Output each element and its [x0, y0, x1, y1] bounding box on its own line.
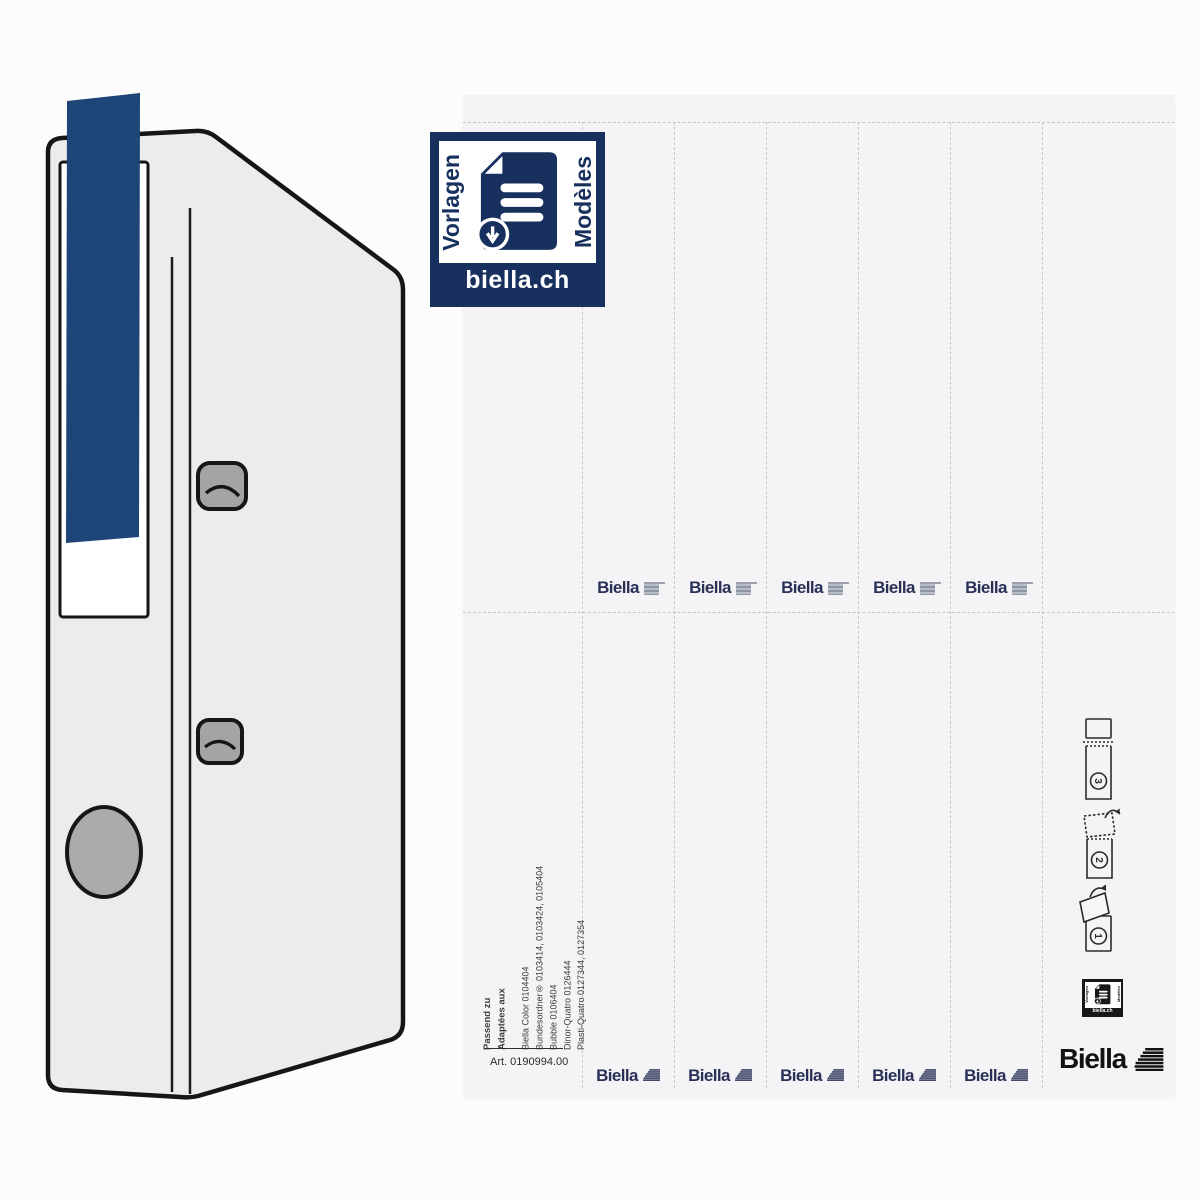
biella-wordmark: Biella [688, 1066, 730, 1085]
compatible-product: Plasti-Quatro 0127344, 0127354 [576, 919, 587, 1050]
badge-vorlagen-label: Vorlagen [1084, 986, 1089, 1003]
biella-stripes-icon [642, 1069, 660, 1081]
compatibility-info: Passend zu Adaptées aux Biella Color 010… [481, 750, 589, 1050]
badge-vorlagen-label: Vorlagen [438, 153, 464, 251]
grip-handle-slot [204, 739, 237, 751]
compatibility-heading-de: Passend zu [482, 997, 493, 1050]
badge-modeles-label: Modèles [570, 155, 596, 249]
biella-stripes-icon [1011, 581, 1033, 595]
label-biella-logo: Biella [766, 1065, 858, 1087]
templates-badge-small: Vorlagen Modèles biella.ch [1082, 979, 1123, 1017]
label-biella-logo: Biella [674, 1065, 766, 1087]
biella-wordmark: Biella [596, 1066, 638, 1085]
perforation-line [582, 122, 583, 1088]
label-biella-logo: Biella [950, 1065, 1042, 1087]
step-number: 2 [1093, 857, 1104, 863]
perforation-line [463, 122, 1175, 123]
biella-wordmark: Biella [965, 578, 1007, 597]
badge-website-label: biella.ch [439, 263, 596, 298]
binder-illustration [45, 93, 406, 1100]
badge-website-label: biella.ch [1084, 1007, 1121, 1015]
label-biella-logo: Biella [858, 577, 950, 599]
biella-wordmark: Biella [964, 1066, 1006, 1085]
biella-stripes-icon [827, 581, 849, 595]
label-biella-logo: Biella [766, 577, 858, 599]
article-divider [485, 1048, 563, 1049]
biella-wordmark: Biella [1059, 1043, 1127, 1074]
blue-label-strip [66, 93, 140, 543]
step-number: 3 [1092, 778, 1103, 784]
article-number: Art. 0190994.00 [490, 1056, 569, 1068]
biella-wordmark: Biella [781, 578, 823, 597]
label-biella-logo: Biella [674, 577, 766, 599]
biella-wordmark: Biella [780, 1066, 822, 1085]
step-2-icon: 2 [1083, 808, 1121, 879]
perforation-line [463, 612, 1175, 613]
instruction-steps: 3 2 1 [1079, 718, 1121, 952]
step-1-icon: 1 [1079, 884, 1112, 952]
document-download-icon [1094, 984, 1111, 1005]
perforation-line [950, 122, 951, 1088]
label-biella-logo: Biella [858, 1065, 950, 1087]
compatibility-heading-fr: Adaptées aux [496, 988, 508, 1050]
biella-footer-logo: Biella [1059, 1043, 1164, 1075]
label-biella-logo: Biella [582, 1065, 674, 1087]
label-biella-logo: Biella [950, 577, 1042, 599]
step-number: 1 [1092, 933, 1103, 939]
biella-stripes-icon [735, 581, 757, 595]
perforation-line [674, 122, 675, 1088]
biella-stripes-icon [918, 1069, 936, 1081]
label-sheet: Biella Biella Biella Biella Biella Biell… [463, 95, 1175, 1097]
compatible-product: Biella Color 0104404 [520, 966, 531, 1050]
biella-wordmark: Biella [872, 1066, 914, 1085]
document-download-icon [476, 152, 557, 251]
templates-badge: Vorlagen Modèles biella.ch [430, 132, 605, 307]
biella-wordmark: Biella [689, 578, 731, 597]
biella-stripes-icon [734, 1069, 752, 1081]
spine-grip-hole [65, 805, 143, 899]
perforation-line [858, 122, 859, 1088]
biella-stripes-icon [1010, 1069, 1028, 1081]
biella-stripes-icon [826, 1069, 844, 1081]
biella-stripes-icon [643, 581, 665, 595]
biella-wordmark: Biella [873, 578, 915, 597]
grip-handle-slot [204, 485, 241, 498]
label-biella-logo: Biella [582, 577, 674, 599]
perforation-line [1042, 122, 1043, 1088]
compatible-product: Dinor-Quatro 0126444 [562, 960, 573, 1050]
perforation-line [766, 122, 767, 1088]
biella-stripes-icon [1134, 1047, 1164, 1071]
compatible-product: Bundesordner® 0103414, 0103424, 0105404 [534, 865, 545, 1050]
compatible-product: Bubble 0106404 [548, 984, 559, 1050]
step-3-icon: 3 [1083, 718, 1115, 800]
biella-wordmark: Biella [597, 578, 639, 597]
badge-modeles-label: Modèles [1115, 986, 1121, 1003]
biella-stripes-icon [919, 581, 941, 595]
